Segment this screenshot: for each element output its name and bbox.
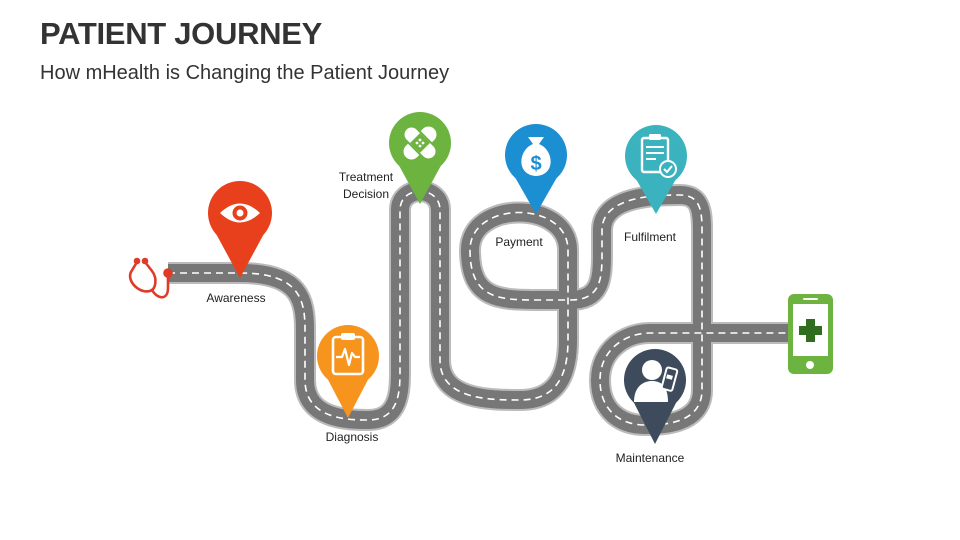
stage-label-fulfilment: Fulfilment [623, 230, 676, 244]
eye-icon [220, 203, 260, 223]
payment-pin: $ [505, 124, 567, 214]
clipboard-heartbeat-icon [331, 333, 365, 376]
page-subtitle: How mHealth is Changing the Patient Jour… [40, 62, 450, 84]
svg-text:$: $ [530, 153, 541, 175]
stage-label-awareness: Awareness [206, 291, 266, 305]
patient-icon [634, 360, 679, 402]
awareness-pin [208, 181, 272, 278]
stage-label-treatment-line2: Decision [342, 187, 390, 201]
fulfilment-pin [625, 125, 687, 214]
stage-label-treatment-decision: Treatment Decision [326, 169, 406, 203]
checklist-icon [640, 134, 677, 178]
stage-label-diagnosis: Diagnosis [325, 430, 379, 444]
diagnosis-pin [317, 325, 379, 418]
stethoscope-icon [128, 257, 173, 299]
maintenance-pin [624, 349, 686, 444]
bandage-icon [402, 125, 438, 161]
stage-label-maintenance: Maintenance [615, 451, 685, 465]
stage-label-payment: Payment [495, 235, 543, 249]
stage-label-treatment-line1: Treatment [338, 170, 394, 184]
treatment-pin [389, 112, 451, 204]
money-bag-icon: $ [521, 137, 551, 176]
page-title: PATIENT JOURNEY [40, 16, 322, 51]
mobile-health-icon [788, 294, 833, 374]
